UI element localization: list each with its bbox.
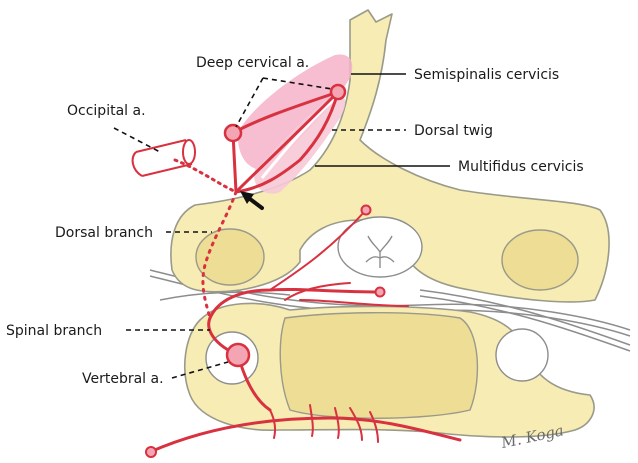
label-vertebral: Vertebral a. bbox=[82, 371, 164, 387]
right-transverse-foramen bbox=[496, 329, 548, 381]
label-spinal-branch: Spinal branch bbox=[6, 323, 102, 339]
label-multifidus: Multifidus cervicis bbox=[458, 159, 584, 175]
label-dorsal-branch: Dorsal branch bbox=[55, 225, 153, 241]
label-dorsal-twig: Dorsal twig bbox=[414, 123, 493, 139]
vertebral-body-center bbox=[280, 313, 477, 419]
label-deep-cervical: Deep cervical a. bbox=[196, 55, 309, 71]
label-occipital: Occipital a. bbox=[67, 103, 146, 119]
label-semispinalis: Semispinalis cervicis bbox=[414, 67, 559, 83]
right-lateral-mass bbox=[502, 230, 578, 290]
occipital-artery bbox=[133, 140, 236, 192]
